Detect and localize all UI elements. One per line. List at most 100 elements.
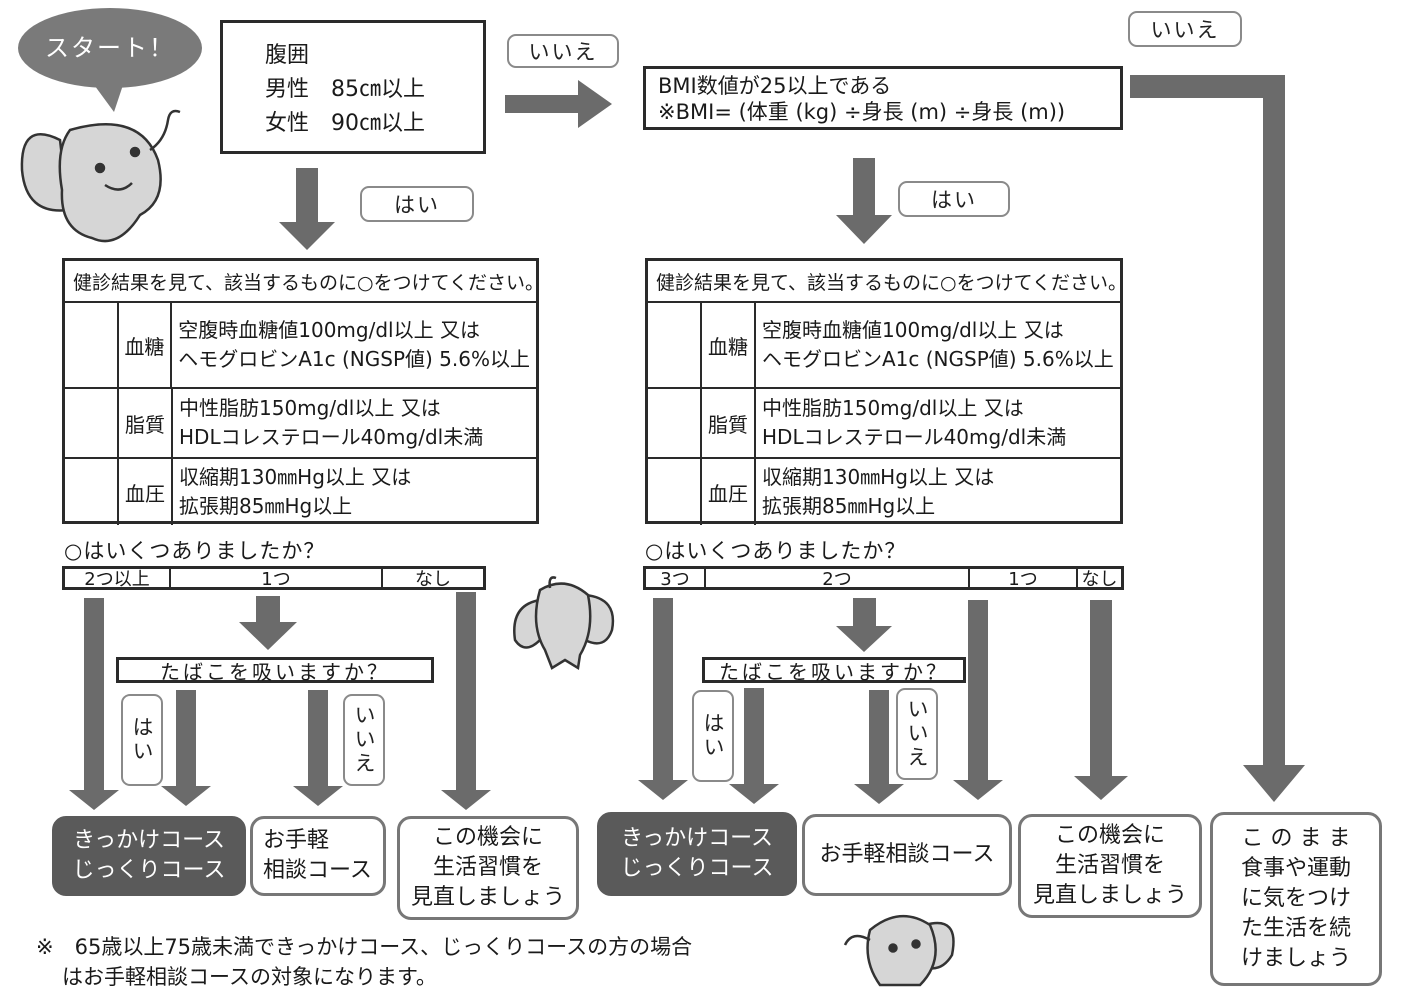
result-continue: こ の ま ま 食事や運動 に気をつけ た生活を続 けましょう: [1210, 812, 1382, 986]
arrow-left-2plus: [69, 598, 119, 810]
arrow-left-smoke-no: [293, 690, 343, 806]
result-line: 食事や運動: [1240, 856, 1351, 881]
choice-2[interactable]: 2つ: [706, 569, 970, 590]
choice-1[interactable]: 1つ: [171, 569, 383, 590]
criteria-desc: 中性脂肪150mg/dl以上 又は: [762, 396, 1024, 420]
criteria-row-blood-pressure: 血圧 収縮期130㎜Hg以上 又は拡張期85㎜Hg以上: [65, 459, 536, 525]
criteria-header: 健診結果を見て、該当するものに○をつけてください。: [648, 261, 1127, 303]
criteria-desc: 収縮期130㎜Hg以上 又は: [179, 465, 412, 489]
arrow-right-smoke-no: [854, 690, 904, 804]
result-line: こ の ま ま: [1241, 826, 1351, 851]
check-cell[interactable]: [65, 459, 119, 525]
result-line: お手軽: [263, 828, 330, 853]
arrow-waist-to-bmi: [505, 80, 612, 128]
criteria-desc: 中性脂肪150mg/dl以上 又は: [179, 396, 441, 420]
criteria-desc: 空腹時血糖値100mg/dl以上 又は: [762, 318, 1064, 342]
result-line: じっくりコース: [620, 856, 774, 881]
answer-yes-bmi: はい: [898, 181, 1010, 217]
criteria-desc: HDLコレステロール40mg/dl未満: [179, 425, 484, 449]
result-line: この機会に: [432, 825, 543, 850]
count-choices-right: 3つ 2つ 1つ なし: [643, 566, 1124, 590]
waist-criteria-box: 腹囲 男性 85㎝以上 女性 90㎝以上: [220, 20, 486, 154]
waist-female: 女性 90㎝以上: [265, 111, 425, 136]
result-line: た生活を続: [1240, 916, 1351, 941]
bmi-criteria-box: BMI数値が25以上である ※BMI= (体重 (kg) ÷身長 (m) ÷身長…: [643, 66, 1123, 130]
check-cell[interactable]: [65, 389, 119, 457]
result-review-right: この機会に 生活習慣を 見直しましょう: [1018, 814, 1202, 918]
criteria-desc: 収縮期130㎜Hg以上 又は: [762, 465, 995, 489]
result-line: 見直しましょう: [1032, 883, 1187, 908]
criteria-table-left: 健診結果を見て、該当するものに○をつけてください。 血糖 空腹時血糖値100mg…: [62, 258, 544, 525]
smoke-yes-left: はい: [121, 694, 163, 786]
criteria-label: 血糖: [702, 303, 756, 387]
result-review-left: この機会に 生活習慣を 見直しましょう: [397, 816, 579, 920]
elephant-mascot-start: [20, 109, 181, 243]
criteria-label: 血圧: [119, 459, 173, 525]
footnote: ※ 65歳以上75歳未満できっかけコース、じっくりコースの方の場合 はお手軽相談…: [36, 932, 692, 992]
result-line: に気をつけ: [1240, 886, 1351, 911]
choice-3[interactable]: 3つ: [646, 569, 706, 590]
criteria-row-blood-sugar: 血糖 空腹時血糖値100mg/dl以上 又はヘモグロビンA1c (NGSP値) …: [648, 303, 1120, 389]
result-line: 見直しましょう: [410, 885, 565, 910]
criteria-desc: 拡張期85㎜Hg以上: [762, 494, 936, 518]
count-question-left: ○はいくつありましたか？: [64, 539, 326, 563]
answer-no-waist: いいえ: [507, 34, 619, 68]
start-bubble: [18, 8, 202, 112]
arrow-right-3: [638, 598, 688, 800]
smoke-question-left: たばこを吸いますか？: [116, 657, 434, 684]
criteria-label: 血圧: [702, 459, 756, 525]
smoke-yes-right: はい: [692, 690, 734, 782]
arrow-bmi-no-to-continue: [1130, 75, 1305, 802]
criteria-desc: ヘモグロビンA1c (NGSP値) 5.6%以上: [762, 347, 1114, 371]
result-line: 相談コース: [263, 858, 372, 883]
result-line: けましょう: [1240, 946, 1351, 971]
smoke-no-left: いいえ: [343, 694, 385, 786]
criteria-desc: 拡張期85㎜Hg以上: [179, 494, 353, 518]
smoke-no-right: いいえ: [896, 688, 938, 780]
result-otegaru-left: お手軽 相談コース: [250, 816, 386, 896]
arrow-left-1: [239, 596, 297, 650]
criteria-row-blood-sugar: 血糖 空腹時血糖値100mg/dl以上 又はヘモグロビンA1c (NGSP値) …: [65, 303, 536, 389]
check-cell[interactable]: [648, 389, 702, 457]
answer-yes-waist: はい: [360, 186, 474, 222]
elephant-mascot-middle: [513, 576, 615, 671]
criteria-desc: HDLコレステロール40mg/dl未満: [762, 425, 1067, 449]
bmi-title: BMI数値が25以上である: [658, 74, 892, 98]
criteria-desc: ヘモグロビンA1c (NGSP値) 5.6%以上: [178, 347, 530, 371]
arrow-right-1: [953, 600, 1003, 800]
choice-none[interactable]: なし: [415, 569, 451, 590]
result-line: この機会に: [1054, 823, 1165, 848]
result-line: お手軽相談コース: [819, 842, 995, 867]
check-cell[interactable]: [648, 459, 702, 525]
elephant-mascot-bottom: [843, 914, 955, 987]
result-line: じっくりコース: [72, 858, 226, 883]
arrow-right-none: [1074, 600, 1128, 800]
smoke-question-right: たばこを吸いますか？: [702, 657, 966, 684]
answer-no-bmi: いいえ: [1128, 11, 1242, 47]
choice-none[interactable]: なし: [1081, 569, 1118, 590]
arrow-right-2: [836, 598, 892, 652]
check-cell[interactable]: [648, 303, 702, 387]
arrow-bmi-to-criteria: [836, 158, 892, 244]
criteria-row-lipids: 脂質 中性脂肪150mg/dl以上 又は HDLコレステロール40mg/dl未満: [648, 389, 1120, 459]
choice-2plus[interactable]: 2つ以上: [65, 569, 171, 590]
criteria-label: 血糖: [119, 303, 173, 387]
waist-male: 男性 85㎝以上: [265, 77, 425, 102]
criteria-table-right: 健診結果を見て、該当するものに○をつけてください。 血糖 空腹時血糖値100mg…: [645, 258, 1127, 525]
result-line: 生活習慣を: [1054, 853, 1165, 878]
footnote-line: ※ 65歳以上75歳未満できっかけコース、じっくりコースの方の場合: [36, 935, 693, 959]
check-cell[interactable]: [65, 303, 119, 387]
arrow-left-none: [441, 592, 491, 810]
result-otegaru-right: お手軽相談コース: [802, 814, 1012, 896]
bmi-formula: ※BMI= (体重 (kg) ÷身長 (m) ÷身長 (m)): [658, 100, 1066, 124]
criteria-label: 脂質: [702, 389, 756, 457]
criteria-row-blood-pressure: 血圧 収縮期130㎜Hg以上 又は拡張期85㎜Hg以上: [648, 459, 1120, 525]
result-line: 生活習慣を: [432, 855, 543, 880]
count-question-right: ○はいくつありましたか？: [645, 539, 907, 563]
waist-title: 腹囲: [265, 43, 310, 68]
criteria-header: 健診結果を見て、該当するものに○をつけてください。: [65, 261, 544, 303]
choice-1[interactable]: 1つ: [970, 569, 1078, 590]
start-label: スタート！: [45, 34, 175, 62]
